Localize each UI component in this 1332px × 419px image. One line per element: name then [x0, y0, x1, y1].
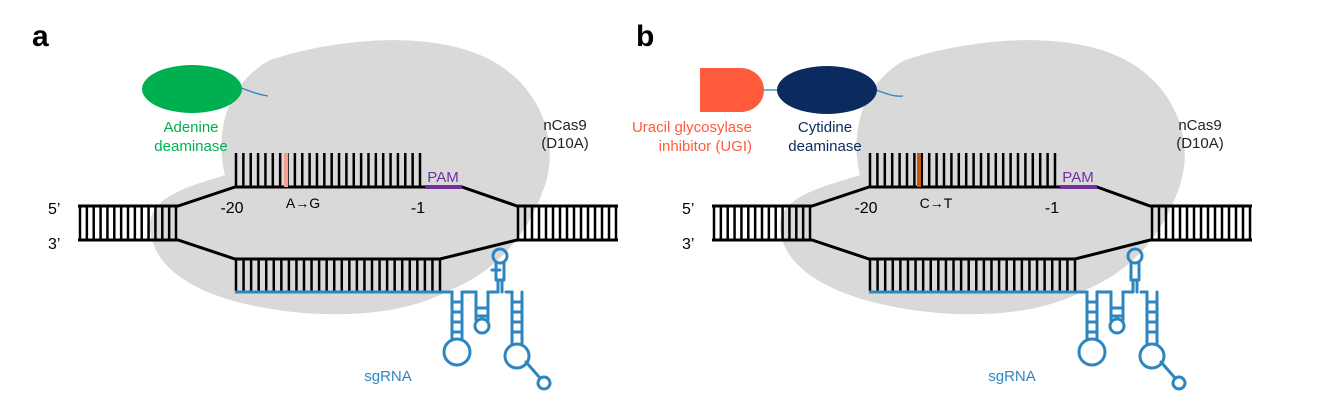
ncas9-body [780, 40, 1185, 315]
position-end-label: -1 [411, 200, 425, 217]
ncas9-label-2: (D10A) [541, 135, 589, 152]
ncas9-body [150, 40, 550, 315]
nontarget-strand-rungs [868, 153, 1057, 187]
ncas9-label-1: nCas9 [543, 117, 586, 134]
position-start-label: -20 [854, 200, 877, 217]
adenine-deaminase-label-1: Adenine [163, 119, 218, 136]
sgrna-scaffold [442, 247, 552, 391]
panel-a: a Adenine deaminase nCas9 (D10A) PAM 5’ … [32, 20, 618, 391]
strand-3-label: 3’ [48, 236, 60, 253]
linker-line [875, 89, 904, 97]
cytidine-deaminase-label-2: deaminase [788, 138, 861, 155]
position-end-label: -1 [1045, 200, 1059, 217]
ncas9-label-1: nCas9 [1178, 117, 1221, 134]
strand-3-label: 3’ [682, 236, 694, 253]
ugi-label-2: inhibitor (UGI) [659, 138, 752, 155]
panel-letter-b: b [636, 20, 654, 53]
dna-rungs-right [1150, 206, 1252, 240]
edit-label: A→G [286, 195, 320, 211]
ugi-shape [700, 68, 764, 112]
position-start-label: -20 [220, 200, 243, 217]
dna-rungs-left [712, 206, 812, 240]
panel-letter-a: a [32, 20, 49, 53]
ugi-label-1: Uracil glycosylase [632, 119, 752, 136]
ncas9-label-2: (D10A) [1176, 135, 1224, 152]
sgrna-label: sgRNA [988, 368, 1036, 385]
pam-label: PAM [1062, 169, 1093, 186]
pam-label: PAM [427, 169, 458, 186]
panel-b: b Uracil glycosylase inhibitor (UGI) Cyt… [632, 20, 1252, 391]
strand-5-label: 5’ [682, 201, 694, 218]
target-strand-rungs [868, 259, 1077, 291]
strand-5-label: 5’ [48, 201, 60, 218]
cytidine-deaminase-label-1: Cytidine [798, 119, 852, 136]
dna-rungs-right [516, 206, 618, 240]
target-strand-rungs [234, 259, 442, 291]
dna-rungs-left [78, 206, 178, 240]
adenine-deaminase-label-2: deaminase [154, 138, 227, 155]
adenine-deaminase-shape [142, 65, 242, 113]
cytidine-deaminase-shape [777, 66, 877, 114]
sgrna-scaffold [1077, 247, 1187, 391]
nontarget-strand-rungs [234, 153, 422, 187]
edit-label: C→T [920, 195, 953, 211]
sgrna-label: sgRNA [364, 368, 412, 385]
linker-line [240, 87, 269, 97]
